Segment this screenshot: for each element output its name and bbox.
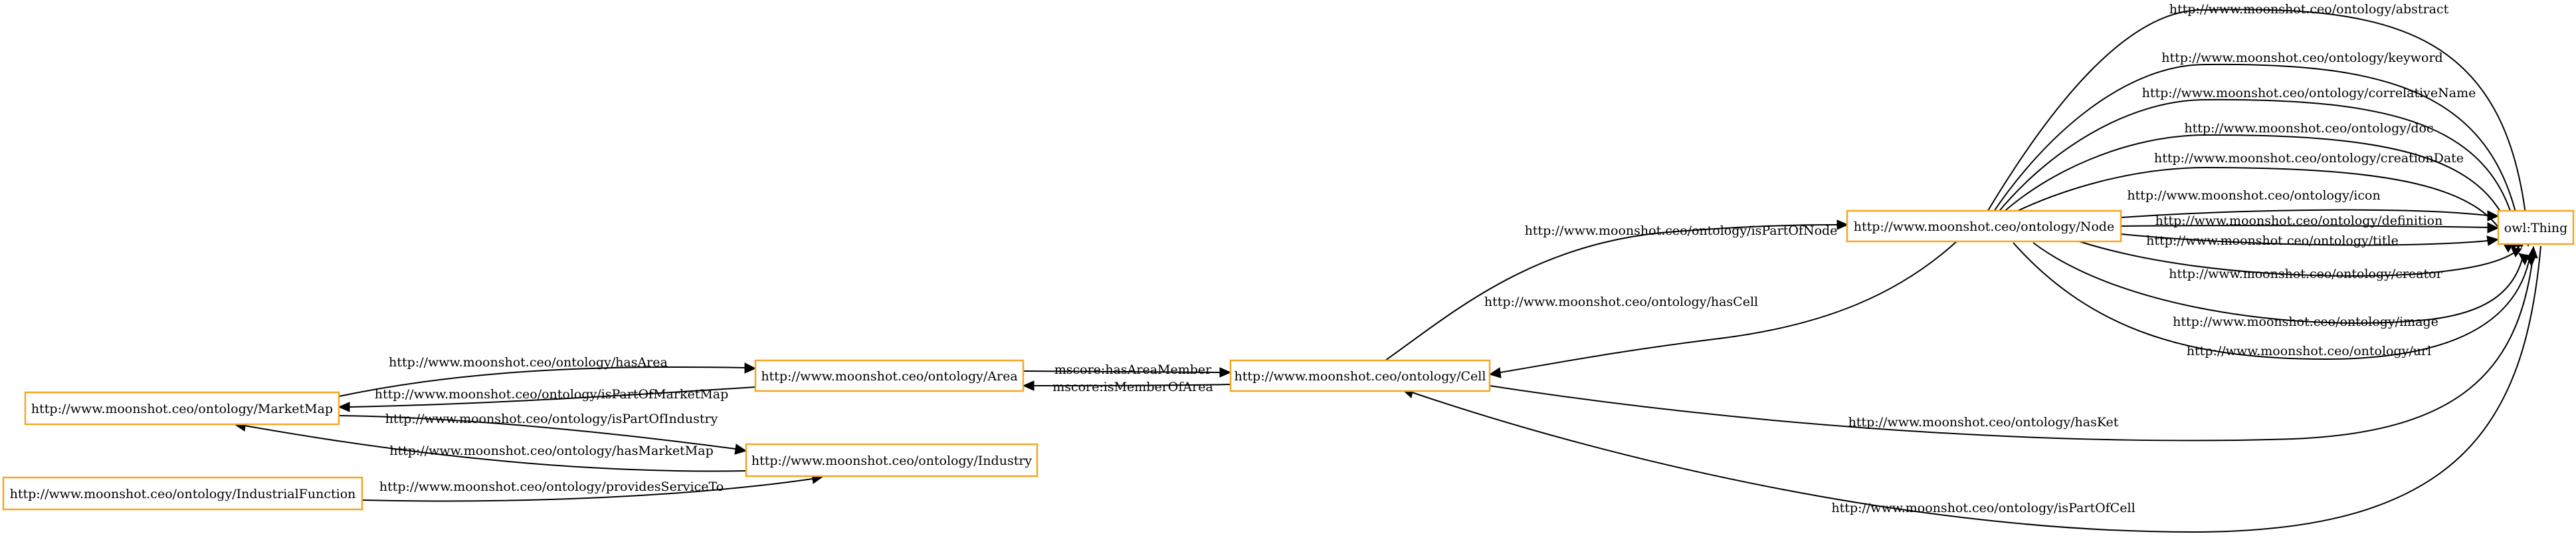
svg-text:http://www.moonshot.ceo/ontolo: http://www.moonshot.ceo/ontology/isPartO… [385, 412, 718, 426]
edge-hasArea: http://www.moonshot.ceo/ontology/hasArea [338, 355, 757, 397]
svg-text:http://www.moonshot.ceo/ontolo: http://www.moonshot.ceo/ontology/correla… [2142, 86, 2476, 100]
svg-text:http://www.moonshot.ceo/ontolo: http://www.moonshot.ceo/ontology/isPartO… [1831, 501, 2135, 515]
edge-title: http://www.moonshot.ceo/ontology/title [2120, 233, 2500, 248]
svg-text:mscore:hasAreaMember: mscore:hasAreaMember [1054, 362, 1212, 377]
svg-text:http://www.moonshot.ceo/ontolo: http://www.moonshot.ceo/ontology/creator [2169, 267, 2442, 281]
svg-text:http://www.moonshot.ceo/ontolo: http://www.moonshot.ceo/ontology/isPartO… [1525, 223, 1838, 238]
edge-isPartOfIndustry: http://www.moonshot.ceo/ontology/isPartO… [338, 412, 747, 455]
edge-url: http://www.moonshot.ceo/ontology/url [2013, 242, 2536, 360]
edge-hasMarketMap: http://www.moonshot.ceo/ontology/hasMark… [233, 420, 747, 472]
node-node[interactable]: http://www.moonshot.ceo/ontology/Node [1846, 209, 2122, 243]
edge-hasAreaMember: mscore:hasAreaMember [1023, 362, 1232, 378]
node-industrialfunction[interactable]: http://www.moonshot.ceo/ontology/Industr… [2, 476, 363, 511]
svg-text:http://www.moonshot.ceo/ontolo: http://www.moonshot.ceo/ontology/creatio… [2154, 151, 2464, 166]
edge-hasKet: http://www.moonshot.ceo/ontology/hasKet [1489, 245, 2538, 442]
node-thing-label: owl:Thing [2504, 221, 2568, 235]
svg-text:http://www.moonshot.ceo/ontolo: http://www.moonshot.ceo/ontology/hasKet [1848, 415, 2119, 430]
node-cell[interactable]: http://www.moonshot.ceo/ontology/Cell [1229, 359, 1491, 392]
node-area-label: http://www.moonshot.ceo/ontology/Area [761, 369, 1017, 384]
node-industry-label: http://www.moonshot.ceo/ontology/Industr… [751, 454, 1033, 468]
svg-text:http://www.moonshot.ceo/ontolo: http://www.moonshot.ceo/ontology/title [2146, 233, 2399, 248]
node-cell-label: http://www.moonshot.ceo/ontology/Cell [1235, 369, 1486, 384]
edge-creationDate: http://www.moonshot.ceo/ontology/creatio… [2006, 151, 2514, 253]
svg-text:http://www.moonshot.ceo/ontolo: http://www.moonshot.ceo/ontology/definit… [2155, 213, 2443, 228]
svg-text:http://www.moonshot.ceo/ontolo: http://www.moonshot.ceo/ontology/hasMark… [389, 444, 714, 458]
edge-isPartOfCell: http://www.moonshot.ceo/ontology/isPartO… [1402, 245, 2541, 533]
node-marketmap[interactable]: http://www.moonshot.ceo/ontology/MarketM… [24, 391, 340, 426]
edge-providesServiceTo: http://www.moonshot.ceo/ontology/provide… [361, 473, 824, 502]
svg-text:http://www.moonshot.ceo/ontolo: http://www.moonshot.ceo/ontology/keyword [2161, 51, 2442, 65]
edge-creator: http://www.moonshot.ceo/ontology/creator [2072, 239, 2522, 281]
svg-text:http://www.moonshot.ceo/ontolo: http://www.moonshot.ceo/ontology/provide… [379, 479, 724, 494]
edge-doc: http://www.moonshot.ceo/ontology/doc [2001, 121, 2520, 251]
svg-text:http://www.moonshot.ceo/ontolo: http://www.moonshot.ceo/ontology/abstrac… [2169, 2, 2449, 17]
edge-definition: http://www.moonshot.ceo/ontology/definit… [2120, 213, 2500, 233]
svg-text:http://www.moonshot.ceo/ontolo: http://www.moonshot.ceo/ontology/image [2173, 315, 2438, 329]
edge-isPartOfMarketMap: http://www.moonshot.ceo/ontology/isPartO… [338, 386, 756, 412]
svg-text:http://www.moonshot.ceo/ontolo: http://www.moonshot.ceo/ontology/isPartO… [375, 387, 729, 402]
node-marketmap-label: http://www.moonshot.ceo/ontology/MarketM… [31, 402, 333, 416]
node-node-label: http://www.moonshot.ceo/ontology/Node [1854, 219, 2114, 234]
node-thing[interactable]: owl:Thing [2497, 209, 2575, 245]
svg-text:http://www.moonshot.ceo/ontolo: http://www.moonshot.ceo/ontology/icon [2127, 188, 2380, 203]
edge-hasCell: http://www.moonshot.ceo/ontology/hasCell [1484, 241, 1957, 378]
svg-text:http://www.moonshot.ceo/ontolo: http://www.moonshot.ceo/ontology/url [2187, 344, 2431, 358]
svg-text:mscore:isMemberOfArea: mscore:isMemberOfArea [1052, 380, 1213, 394]
svg-text:http://www.moonshot.ceo/ontolo: http://www.moonshot.ceo/ontology/hasArea [389, 355, 668, 370]
node-industrialfunction-label: http://www.moonshot.ceo/ontology/Industr… [10, 487, 356, 501]
edge-icon: http://www.moonshot.ceo/ontology/icon [2120, 188, 2500, 221]
svg-text:http://www.moonshot.ceo/ontolo: http://www.moonshot.ceo/ontology/hasCell [1484, 295, 1758, 309]
svg-text:http://www.moonshot.ceo/ontolo: http://www.moonshot.ceo/ontology/doc [2184, 121, 2433, 136]
node-area[interactable]: http://www.moonshot.ceo/ontology/Area [754, 359, 1025, 392]
edge-isMemberOfArea: mscore:isMemberOfArea [1022, 380, 1231, 394]
node-industry[interactable]: http://www.moonshot.ceo/ontology/Industr… [745, 443, 1039, 477]
edge-isPartOfNode: http://www.moonshot.ceo/ontology/isPartO… [1385, 219, 1849, 361]
